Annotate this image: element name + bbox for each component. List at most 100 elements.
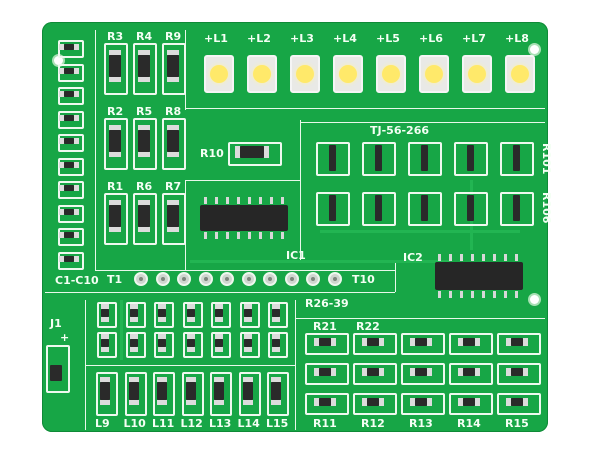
led-lens [425, 65, 443, 83]
resistor-pad [104, 193, 128, 245]
ic-pin [248, 232, 251, 239]
resistor-array-pad [408, 142, 442, 176]
led-pad [153, 372, 175, 416]
ic-pin [237, 232, 240, 239]
led [157, 377, 167, 405]
led-lens [511, 65, 529, 83]
capacitor [59, 138, 79, 144]
led-label: +L1 [204, 32, 228, 45]
resistor-label: R4 [136, 30, 153, 43]
resistor-pad [133, 43, 157, 95]
resistor-pad [497, 333, 541, 355]
resistor-array-pad [362, 142, 396, 176]
resistor [506, 338, 528, 346]
resistor-pad [449, 363, 493, 385]
mounting-hole [528, 43, 541, 56]
led-lens [468, 65, 486, 83]
resistor-array-pad [362, 192, 396, 226]
resistor-pad [401, 393, 445, 415]
through-hole [284, 272, 299, 286]
ic-pin [460, 254, 463, 261]
through-hole [198, 272, 213, 286]
resistor [362, 338, 384, 346]
capacitor [59, 232, 79, 238]
resistor-array [467, 145, 474, 171]
silkscreen-line [45, 292, 395, 293]
t10-label: T10 [352, 273, 375, 286]
resistor [138, 125, 150, 157]
resistor [101, 304, 109, 322]
ic-pin [438, 254, 441, 261]
resistor-array-pad [454, 142, 488, 176]
silkscreen-line [295, 318, 545, 319]
silkscreen-line [185, 180, 300, 181]
resistor-pad [182, 332, 203, 358]
led [204, 55, 234, 93]
resistor-array-pad [454, 192, 488, 226]
ic-pin [281, 232, 284, 239]
resistor [167, 200, 179, 232]
resistor [109, 125, 121, 157]
resistor-array [375, 145, 382, 171]
resistor [101, 334, 109, 352]
r10-label: R10 [200, 147, 224, 160]
resistor [410, 368, 432, 376]
led-label: +L4 [333, 32, 357, 45]
resistor-array-pad [316, 142, 350, 176]
led [290, 55, 320, 93]
resistor [362, 398, 384, 406]
resistor-label: R1 [107, 180, 124, 193]
ic-pin [504, 291, 507, 298]
resistor [458, 368, 480, 376]
resistor-pad [211, 332, 231, 358]
ic-pin [515, 291, 518, 298]
resistor-pad [133, 193, 157, 245]
resistor [458, 338, 480, 346]
resistor [167, 125, 179, 157]
resistor [506, 368, 528, 376]
resistor [109, 200, 121, 232]
ic1-chip [200, 205, 288, 231]
resistor [314, 338, 336, 346]
resistor-pad [97, 332, 117, 358]
resistor-pad [239, 302, 260, 328]
connector-plus: + [60, 331, 70, 344]
ic-pin [226, 197, 229, 204]
ic-pin [226, 232, 229, 239]
r22-label: R22 [356, 320, 380, 333]
led-lens [382, 65, 400, 83]
ic-pin [449, 291, 452, 298]
resistor [167, 50, 179, 82]
resistor-label: R6 [136, 180, 153, 193]
mounting-hole [528, 293, 541, 306]
resistor [243, 334, 252, 352]
ic-pin [482, 291, 485, 298]
connector-terminal [50, 365, 62, 381]
resistor-pad [497, 363, 541, 385]
resistor-label: R11 [313, 417, 337, 430]
led-pad [181, 372, 204, 416]
resistor [235, 146, 269, 158]
resistor-pad [305, 363, 349, 385]
resistor-pad [228, 142, 282, 166]
resistor-pad [211, 302, 231, 328]
ic-pin [215, 197, 218, 204]
resistor-pad [497, 393, 541, 415]
resistor-pad [154, 302, 174, 328]
resistor-array [467, 195, 474, 221]
resistor-pad [162, 118, 186, 170]
capacitor [59, 91, 79, 97]
resistor [186, 304, 195, 322]
led [376, 55, 406, 93]
ic-pin [449, 254, 452, 261]
resistor [186, 334, 195, 352]
resistor [129, 334, 138, 352]
resistor-array-pad [316, 192, 350, 226]
ic-pin [493, 254, 496, 261]
silkscreen-line [185, 108, 545, 109]
resistor-pad [449, 393, 493, 415]
silkscreen-line [300, 120, 301, 260]
resistor-array [513, 195, 520, 221]
led [271, 377, 281, 405]
